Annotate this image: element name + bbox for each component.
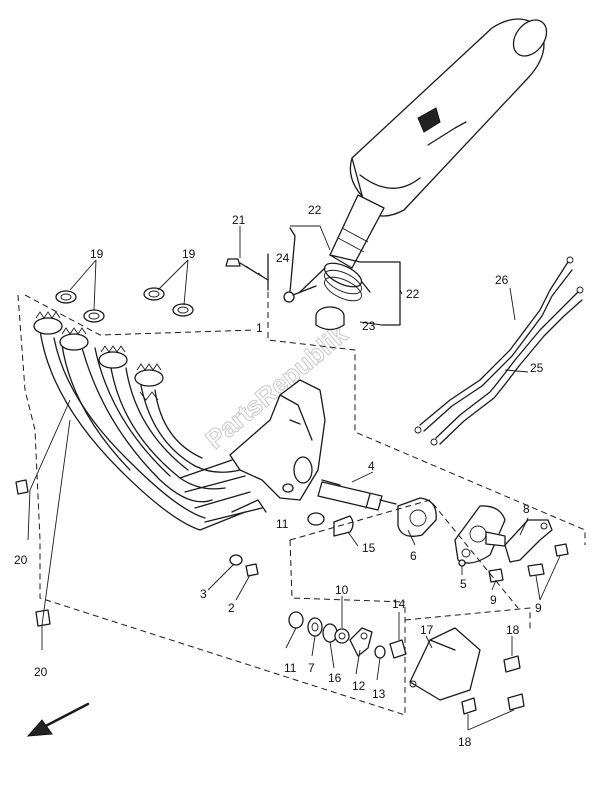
callout-5: 5 [460, 577, 467, 591]
callout-20-b: 20 [34, 665, 48, 679]
callout-7: 7 [308, 661, 315, 675]
bolts-18[interactable] [461, 655, 525, 715]
pulley-plate[interactable] [454, 505, 506, 564]
front-direction-arrow-icon [26, 702, 90, 737]
assembly-outline [17, 227, 586, 716]
gaskets-19-right[interactable] [143, 287, 194, 317]
callout-16: 16 [328, 671, 342, 685]
callout-18-b: 18 [458, 735, 472, 749]
callout-26: 26 [495, 273, 509, 287]
callout-19-a: 19 [90, 247, 104, 261]
throttle-cable-25[interactable] [430, 286, 584, 446]
callout-23: 23 [362, 319, 376, 333]
nut-13[interactable] [374, 645, 386, 659]
callout-18-a: 18 [506, 623, 520, 637]
callout-8: 8 [523, 502, 530, 516]
callout-19-b: 19 [182, 247, 196, 261]
callout-17: 17 [420, 623, 434, 637]
gaskets-19-left[interactable] [55, 290, 105, 323]
link-pipe[interactable] [329, 194, 385, 269]
callout-24: 24 [276, 251, 290, 265]
callout-15: 15 [362, 541, 376, 555]
callout-22-a: 22 [308, 203, 322, 217]
callout-6: 6 [410, 549, 417, 563]
bushing-15[interactable] [333, 515, 354, 537]
callout-14: 14 [392, 597, 406, 611]
callout-11-b: 11 [284, 661, 297, 675]
bolts-9[interactable] [488, 543, 569, 583]
callout-13: 13 [372, 687, 386, 701]
callout-2: 2 [228, 601, 235, 615]
bolt-21[interactable] [225, 258, 269, 281]
bracket-8[interactable] [504, 519, 553, 563]
callout-4: 4 [368, 459, 375, 473]
nut-20-upper[interactable] [15, 479, 29, 495]
muffler[interactable] [349, 14, 553, 217]
throttle-cable-26[interactable] [414, 256, 574, 434]
bolt-5[interactable] [458, 559, 466, 567]
gasket[interactable] [315, 306, 345, 331]
valve-shaft[interactable] [317, 481, 397, 511]
washer-7[interactable] [307, 617, 323, 637]
callout-1: 1 [256, 321, 263, 335]
callout-3: 3 [200, 587, 207, 601]
exhaust-header-pipes[interactable] [39, 329, 267, 531]
bolt-14[interactable] [389, 639, 407, 659]
callout-9-b: 9 [535, 601, 542, 615]
bushing-11[interactable] [307, 512, 325, 526]
clamp-bolt[interactable] [283, 285, 317, 303]
washer-3[interactable] [229, 554, 243, 566]
collector-box[interactable] [229, 379, 341, 501]
callout-20-a: 20 [14, 553, 28, 567]
callout-12: 12 [352, 679, 366, 693]
cover-17[interactable] [409, 627, 481, 701]
spacer-11b[interactable] [288, 611, 304, 629]
clamp[interactable] [299, 258, 371, 305]
leader-lines [27, 225, 561, 731]
callout-25: 25 [530, 361, 544, 375]
callout-21: 21 [232, 213, 246, 227]
callout-22-b: 22 [406, 287, 420, 301]
gear-10[interactable] [334, 628, 350, 644]
callout-9-a: 9 [490, 593, 497, 607]
lever-12[interactable] [349, 627, 373, 657]
seal-plate[interactable] [397, 497, 437, 537]
washer-16[interactable] [322, 623, 338, 643]
callout-10: 10 [335, 583, 349, 597]
callout-11-a: 11 [276, 517, 289, 531]
bolt-2[interactable] [245, 563, 259, 577]
header-flanges[interactable] [33, 311, 164, 401]
callout-labels: 1 2 3 4 5 6 7 8 9 9 10 11 11 12 13 14 15… [14, 203, 544, 749]
